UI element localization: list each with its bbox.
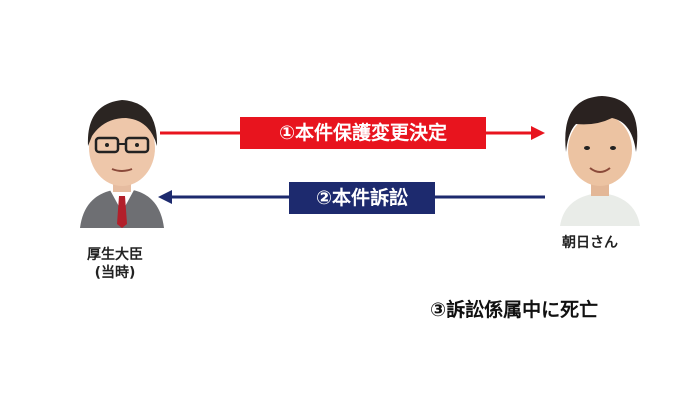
- minister-caption: 厚生大臣 (当時): [60, 246, 170, 282]
- minister-portrait: [80, 100, 164, 228]
- asahi-portrait: [560, 96, 640, 226]
- arrow-label-second: ②本件訴訟: [289, 182, 435, 214]
- arrow-label-first: ①本件保護変更決定: [240, 117, 486, 149]
- asahi-caption: 朝日さん: [562, 235, 618, 251]
- minister-caption-title: 厚生大臣: [87, 247, 143, 263]
- death-note: ③訴訟係属中に死亡: [430, 299, 599, 321]
- minister-caption-period: (当時): [94, 265, 136, 281]
